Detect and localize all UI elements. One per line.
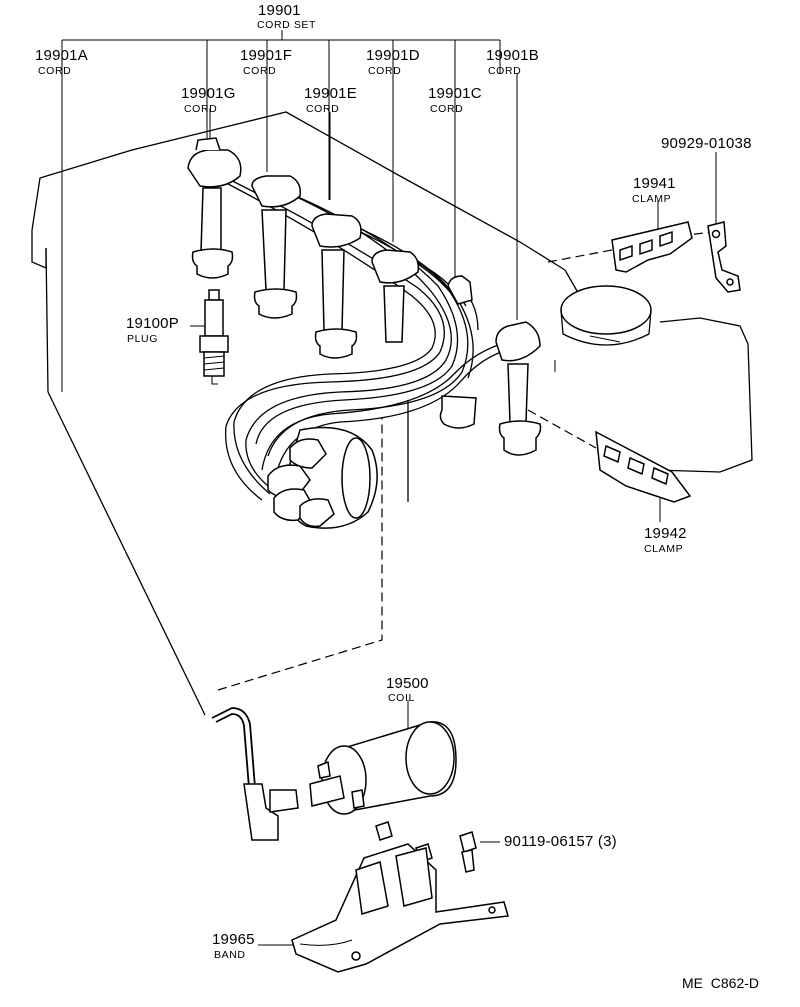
clamp-2-number: 19942 bbox=[644, 525, 687, 542]
boot-cylinder-5 bbox=[439, 275, 477, 429]
plug-name: PLUG bbox=[127, 333, 158, 345]
coil-wire bbox=[211, 707, 299, 841]
boot-cylinder-3 bbox=[311, 213, 362, 359]
clip-90929-01038 bbox=[707, 221, 741, 293]
coil-number: 19500 bbox=[386, 675, 429, 692]
cord-f-number: 19901F bbox=[240, 47, 293, 64]
cord-e-name: CORD bbox=[306, 103, 340, 115]
engine-block bbox=[31, 111, 753, 716]
cord-g-name: CORD bbox=[184, 103, 218, 115]
oil-filler-cap bbox=[560, 285, 652, 346]
coil-name: COIL bbox=[388, 692, 415, 704]
spark-plug bbox=[199, 289, 229, 385]
clip-number: 90929-01038 bbox=[661, 135, 752, 152]
bolt-90119-06157 bbox=[375, 821, 477, 873]
cord-g-number: 19901G bbox=[181, 85, 236, 102]
cord-b-number: 19901B bbox=[486, 47, 539, 64]
boot-cylinder-1 bbox=[187, 137, 242, 279]
ignition-coil bbox=[309, 721, 457, 815]
distributor-cap bbox=[267, 426, 378, 529]
cord-a-name: CORD bbox=[38, 65, 72, 77]
boot-cylinder-2 bbox=[251, 175, 302, 319]
plug-number: 19100P bbox=[126, 315, 179, 332]
band-number: 19965 bbox=[212, 931, 255, 948]
cord-c-number: 19901C bbox=[428, 85, 482, 102]
plug-boots bbox=[187, 137, 542, 456]
cord-c-name: CORD bbox=[430, 103, 464, 115]
coil-band bbox=[291, 843, 509, 973]
cord-set-number: 19901 bbox=[258, 2, 301, 19]
cord-f-name: CORD bbox=[243, 65, 277, 77]
clamp-1-name: CLAMP bbox=[632, 193, 672, 205]
boot-cylinder-6 bbox=[495, 321, 542, 456]
bolt-number: 90119-06157 (3) bbox=[504, 833, 617, 850]
cord-d-name: CORD bbox=[368, 65, 402, 77]
drawing-reference: ME C862-D bbox=[682, 975, 760, 991]
cord-a-number: 19901A bbox=[35, 47, 88, 64]
cord-b-name: CORD bbox=[488, 65, 522, 77]
clamp-1-number: 19941 bbox=[633, 175, 676, 192]
band-name: BAND bbox=[214, 949, 246, 961]
leader-lines bbox=[61, 30, 717, 946]
cord-e-number: 19901E bbox=[304, 85, 357, 102]
cord-set-name: CORD SET bbox=[257, 19, 317, 31]
cord-d-number: 19901D bbox=[366, 47, 420, 64]
clamp-2-name: CLAMP bbox=[644, 543, 684, 555]
clamp-19942 bbox=[595, 430, 692, 503]
clamp-19941 bbox=[611, 221, 693, 273]
boot-cylinder-4 bbox=[371, 249, 420, 343]
